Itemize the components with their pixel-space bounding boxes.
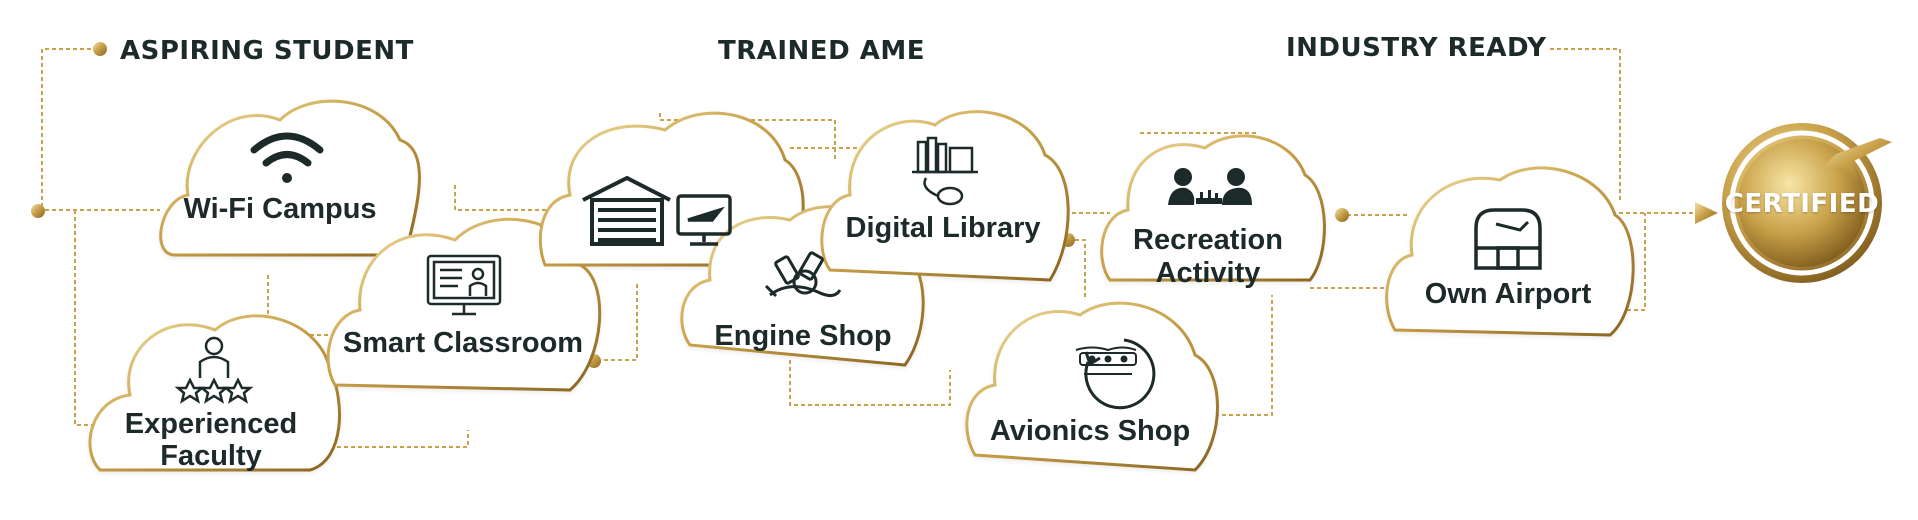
cloud-library (820, 110, 1070, 282)
cloud-faculty (88, 314, 341, 472)
teacher-rating-icon (174, 336, 254, 404)
node-experienced-faculty-line2: Faculty (160, 440, 262, 472)
cloud-airport (1385, 166, 1635, 337)
node-digital-library: Digital Library (845, 212, 1041, 244)
engine-icon (764, 251, 842, 298)
arrow-head (1695, 202, 1718, 224)
books-mouse-icon (912, 136, 978, 206)
chess-players-icon (1168, 168, 1252, 205)
node-recreation-line1: Recreation (1133, 224, 1283, 256)
smart-board-icon (426, 254, 502, 316)
wifi-icon (250, 132, 324, 183)
hangar-icon (582, 175, 671, 246)
node-engine-shop: Engine Shop (714, 320, 892, 352)
avionics-cycle-icon (1075, 338, 1156, 410)
stage-title-trained: TRAINED AME (718, 36, 925, 66)
node-wifi-campus: Wi-Fi Campus (183, 193, 377, 225)
certified-badge (1695, 123, 1892, 283)
airport-gate-icon (1474, 208, 1542, 270)
cloud-avionics (965, 301, 1219, 472)
cloud-recreation (1100, 134, 1326, 282)
stage-title-industry: INDUSTRY READY (1286, 33, 1547, 63)
node-avionics-shop: Avionics Shop (989, 415, 1191, 447)
certified-label: CERTIFIED (1724, 189, 1880, 219)
node-own-airport: Own Airport (1424, 278, 1592, 310)
node-recreation-line2: Activity (1155, 257, 1261, 289)
stage-title-aspiring: ASPIRING STUDENT (120, 36, 414, 66)
airplane-monitor-icon (676, 194, 732, 246)
airplane-icon (1824, 138, 1892, 182)
node-experienced-faculty-line1: Experienced (124, 408, 298, 440)
clouds (88, 99, 1635, 472)
node-smart-classroom: Smart Classroom (342, 327, 584, 359)
